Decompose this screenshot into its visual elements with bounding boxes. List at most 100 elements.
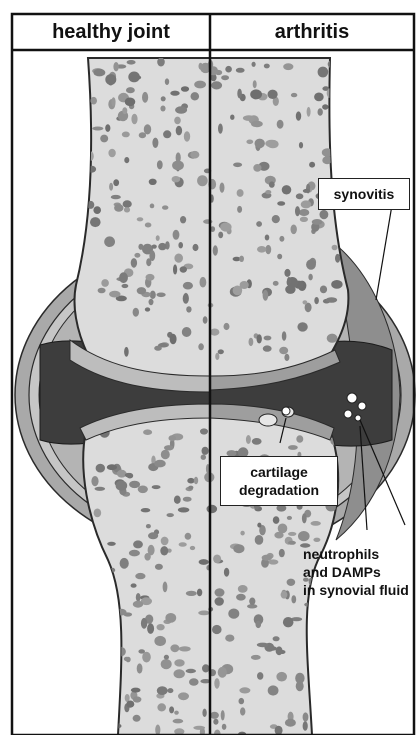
synovitis-label: synovitis	[318, 178, 410, 210]
bone-pore	[218, 667, 227, 678]
bone-pore	[233, 544, 244, 553]
bone-pore	[288, 445, 298, 450]
bone-pore	[161, 659, 172, 669]
bone-pore	[257, 246, 266, 253]
bone-pore	[188, 486, 193, 490]
bone-pore	[253, 164, 261, 172]
bone-pore	[133, 540, 143, 548]
bone-pore	[279, 347, 288, 354]
bone-pore	[307, 107, 311, 117]
bone-pore	[252, 62, 256, 67]
bone-pore	[129, 481, 140, 488]
neutrophil-cell	[358, 402, 366, 410]
bone-pore	[257, 672, 263, 680]
bone-pore	[322, 104, 328, 109]
bone-pore	[157, 160, 163, 169]
bone-pore	[95, 636, 107, 642]
bone-pore	[199, 559, 209, 565]
bone-pore	[183, 497, 192, 502]
bone-pore	[96, 595, 101, 603]
bone-pore	[183, 282, 193, 290]
bone-pore	[284, 269, 290, 277]
bone-pore	[257, 643, 269, 648]
bone-pore	[295, 206, 300, 216]
bone-pore	[285, 719, 296, 727]
bone-pore	[207, 505, 218, 513]
bone-pore	[189, 678, 199, 685]
bone-pore	[193, 244, 199, 251]
bone-pore	[288, 541, 296, 545]
bone-pore	[303, 721, 308, 730]
synovitis-leader-line	[376, 205, 392, 300]
bone-pore	[279, 549, 285, 557]
bone-pore	[112, 723, 122, 728]
bone-pore	[105, 124, 110, 132]
bone-pore	[309, 162, 315, 168]
bone-pore	[320, 286, 327, 294]
bone-pore	[240, 531, 244, 536]
bone-pore	[328, 60, 335, 68]
bone-pore	[154, 346, 162, 351]
bone-pore	[228, 609, 239, 619]
bone-pore	[115, 647, 126, 657]
bone-pore	[314, 297, 319, 304]
bone-pore	[109, 649, 118, 659]
bone-pore	[220, 183, 225, 193]
bone-pore	[291, 225, 297, 235]
bone-pore	[183, 293, 189, 303]
bone-pore	[276, 672, 287, 682]
bone-pore	[210, 712, 219, 719]
bone-pore	[198, 611, 210, 616]
bone-pore	[104, 236, 115, 247]
bone-pore	[92, 550, 100, 555]
bone-pore	[141, 508, 151, 512]
bone-pore	[197, 589, 202, 597]
bone-pore	[299, 142, 303, 148]
bone-pore	[306, 259, 316, 269]
bone-pore	[264, 336, 272, 341]
bone-pore	[99, 660, 105, 664]
bone-pore	[154, 460, 165, 468]
bone-pore	[144, 124, 151, 134]
bone-pore	[315, 720, 325, 725]
bone-pore	[149, 179, 157, 185]
bone-pore	[291, 93, 297, 97]
bone-pore	[109, 291, 120, 298]
bone-pore	[218, 124, 223, 134]
cartilage-degradation-label: cartilage degradation	[220, 456, 338, 506]
bone-pore	[86, 658, 98, 665]
bone-pore	[287, 516, 292, 520]
bone-pore	[154, 636, 166, 646]
bone-pore	[193, 726, 205, 730]
bone-pore	[178, 692, 189, 700]
bone-pore	[123, 200, 132, 208]
bone-pore	[197, 175, 208, 186]
bone-pore	[202, 447, 209, 455]
bone-pore	[182, 327, 192, 337]
bone-pore	[278, 524, 288, 534]
bone-pore	[253, 80, 257, 88]
bone-pore	[296, 111, 301, 120]
bone-pore	[170, 334, 177, 345]
bone-pore	[273, 281, 279, 286]
bone-pore	[175, 106, 187, 113]
bone-pore	[332, 643, 342, 649]
bone-pore	[117, 470, 127, 478]
bone-pore	[199, 63, 203, 70]
bone-pore	[281, 591, 288, 599]
bone-pore	[264, 64, 270, 69]
bone-pore	[122, 107, 127, 114]
bone-pore	[314, 93, 324, 102]
bone-pore	[198, 343, 204, 350]
bone-pore	[277, 120, 284, 129]
bone-pore	[92, 127, 103, 131]
bone-pore	[309, 649, 316, 660]
bone-pore	[314, 624, 326, 629]
bone-pore	[130, 75, 141, 80]
bone-pore	[334, 136, 338, 146]
bone-pore	[246, 140, 253, 145]
bone-pore	[96, 464, 105, 473]
bone-pore	[157, 686, 168, 695]
bone-pore	[152, 485, 161, 489]
bone-pore	[90, 217, 101, 227]
